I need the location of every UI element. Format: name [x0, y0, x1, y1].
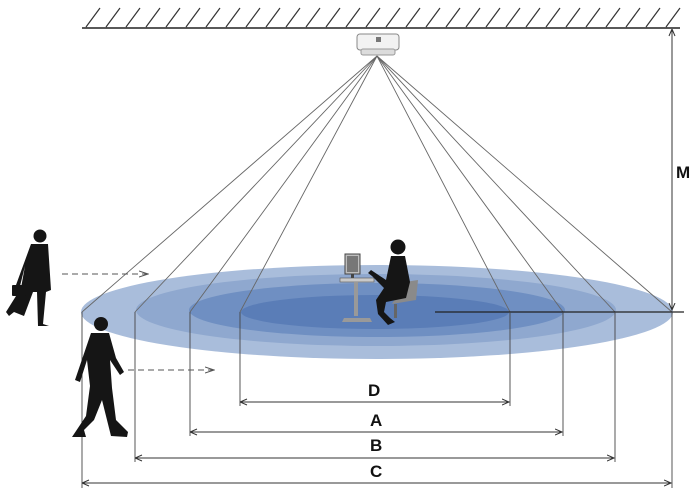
ceiling-hatch-mark	[105, 7, 121, 28]
ceiling-hatch-mark	[365, 7, 381, 28]
ceiling-hatch-mark	[185, 7, 201, 28]
ceiling-hatch-mark	[225, 7, 241, 28]
ceiling-hatch-mark	[465, 7, 481, 28]
ceiling-hatch-mark	[625, 7, 641, 28]
ceiling-hatch-mark	[285, 7, 301, 28]
ceiling-hatch-mark	[565, 7, 581, 28]
detection-cone-lines	[81, 55, 673, 313]
ceiling-hatch-mark	[505, 7, 521, 28]
zone-d-label: D	[368, 381, 380, 400]
coverage-zones	[81, 265, 673, 359]
height-dimension: M	[672, 30, 690, 310]
dimension-c: C	[83, 462, 671, 483]
ceiling-hatch-mark	[645, 7, 661, 28]
seated-person-at-desk-icon	[339, 239, 418, 325]
zone-d-ellipse	[241, 295, 509, 329]
ceiling-hatch-mark	[665, 7, 681, 28]
height-label: M	[676, 163, 690, 182]
ceiling-hatch-mark	[165, 7, 181, 28]
ceiling-hatch-mark	[85, 7, 101, 28]
dimension-a: A	[191, 411, 562, 432]
ceiling-hatch-mark	[265, 7, 281, 28]
ceiling-hatch-mark	[605, 7, 621, 28]
ceiling-sensor-icon	[356, 33, 400, 56]
walking-person-icon	[72, 317, 128, 437]
zone-b-label: B	[370, 436, 382, 455]
dimension-b: B	[136, 436, 614, 458]
ceiling	[82, 7, 681, 29]
ceiling-hatch	[85, 7, 681, 28]
ceiling-hatch-mark	[125, 7, 141, 28]
ceiling-hatch-mark	[305, 7, 321, 28]
zone-c-label: C	[370, 462, 382, 481]
ceiling-hatch-mark	[245, 7, 261, 28]
ceiling-hatch-mark	[405, 7, 421, 28]
walking-person-icon	[6, 229, 51, 326]
ceiling-hatch-mark	[525, 7, 541, 28]
ceiling-hatch-mark	[145, 7, 161, 28]
ceiling-hatch-mark	[545, 7, 561, 28]
ceiling-hatch-mark	[585, 7, 601, 28]
dimension-d: D	[241, 381, 509, 402]
extension-lines	[81, 312, 673, 488]
ceiling-hatch-mark	[425, 7, 441, 28]
ceiling-hatch-mark	[205, 7, 221, 28]
ceiling-hatch-mark	[445, 7, 461, 28]
ceiling-hatch-mark	[325, 7, 341, 28]
ceiling-hatch-mark	[485, 7, 501, 28]
ceiling-hatch-mark	[385, 7, 401, 28]
ceiling-hatch-mark	[345, 7, 361, 28]
zone-a-label: A	[370, 411, 382, 430]
